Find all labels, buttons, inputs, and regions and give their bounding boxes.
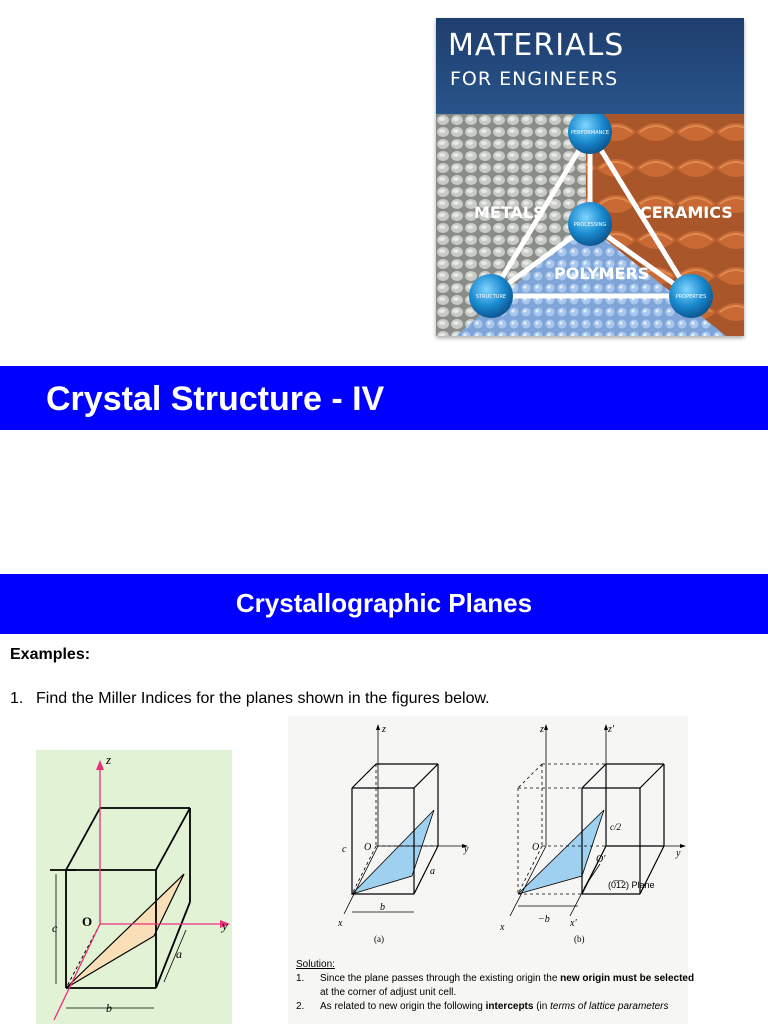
b-z-label: z [539,724,544,735]
b-y-label: y [675,848,681,859]
y-axis-label: y [220,918,228,933]
performance-node [568,114,612,154]
examples-heading: Examples: [10,646,91,663]
caption-b: (b) [574,934,585,944]
b-label: b [106,1001,112,1015]
caption-a: (a) [374,934,384,944]
book-cover: MATERIALS FOR ENGINEERS [436,18,744,336]
polymers-label: POLYMERS [554,264,649,283]
origin-label: O [82,914,92,929]
unit-cell-figure-right: z y x O c a b (a) [288,716,688,1024]
slide-title: Crystal Structure - IV [46,380,385,418]
a-y-label: y [463,844,469,855]
a-x-label: x [337,918,343,929]
solution-item-2-text: As related to new origin the following [320,1001,486,1012]
a-z-label: z [381,724,386,735]
question-number: 1. [10,690,24,707]
a-b-label: b [380,902,385,913]
a-label: a [176,947,182,961]
solution-item-1: 1. Since the plane passes through the exi… [296,972,695,986]
ceramics-label: CERAMICS [640,203,733,222]
cover-header: MATERIALS FOR ENGINEERS [436,18,744,114]
b-x-prime-label: x' [569,918,577,929]
solution-item-1-cont: at the corner of adjust unit cell. [320,987,457,998]
processing-label: PROCESSING [574,222,607,228]
b-origin-prime-label: O' [596,854,606,865]
b-origin-label: O [532,842,539,853]
performance-label: PERFORMANCE [571,130,609,136]
question-text: Find the Miller Indices for the planes s… [36,690,490,707]
solution-item-2-text-b: (in [533,1001,551,1012]
properties-label: PROPERTIES [676,294,707,300]
title-band: Crystal Structure - IV [0,366,768,430]
unit-cell-figure-left: z y O a b c [36,750,232,1024]
section-band: Crystallographic Planes [0,574,768,634]
a-origin-label: O [364,842,371,853]
cover-subtitle: FOR ENGINEERS [450,68,619,90]
solution-item-2-italic: terms of lattice parameters [550,1001,669,1012]
cover-artwork: PERFORMANCE PROCESSING STRUCTURE PROPERT… [436,114,744,336]
solution-item-2: 2. As related to new origin the following… [296,1000,692,1014]
a-a-label: a [430,866,435,877]
b-neg-b-label: −b [538,914,550,925]
plane-label: (0̅1̅2) Plane [608,880,655,890]
a-c-label: c [342,844,347,855]
processing-node [568,202,612,246]
solution-block: Solution: 1. Since the plane passes throu… [296,958,695,1014]
structure-node [469,274,513,318]
b-z-prime-label: z' [607,724,615,735]
b-c-half-label: c/2 [610,822,621,832]
structure-label: STRUCTURE [476,294,506,300]
solution-item-2-num: 2. [296,1001,305,1012]
z-axis-label: z [105,752,111,767]
solution-title: Solution: [296,959,335,970]
b-x-label: x [499,922,505,933]
solution-item-1-text: Since the plane passes through the exist… [320,973,561,984]
section-title: Crystallographic Planes [235,588,533,618]
solution-item-1-num: 1. [296,973,305,984]
cover-title: MATERIALS [448,28,625,63]
question-1: 1. Find the Miller Indices for the planes… [10,690,490,708]
solution-item-2-bold: intercepts [485,1001,534,1012]
c-label: c [52,921,58,935]
properties-node [669,274,713,318]
metals-label: METALS [474,203,545,222]
solution-item-1-bold: new origin must be selected [560,973,695,984]
